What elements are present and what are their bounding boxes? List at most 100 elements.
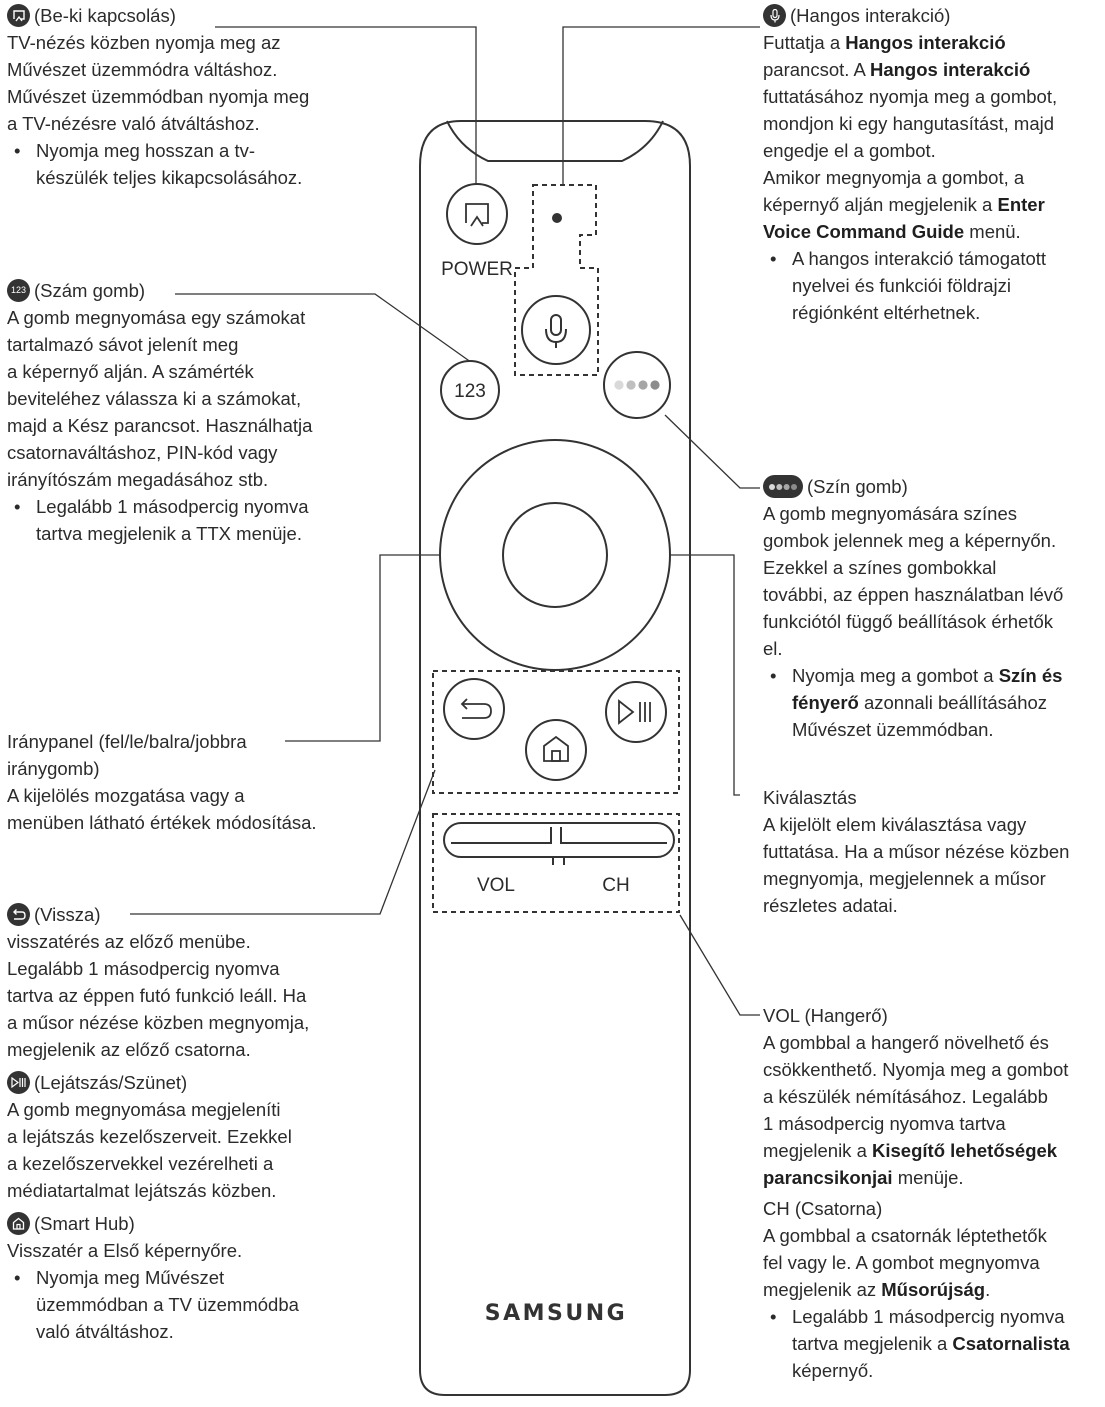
playpause-line-1: A gomb megnyomása megjeleníti — [7, 1099, 281, 1120]
back-line-1: visszatérés az előző menübe. — [7, 931, 251, 952]
color-dot-1 — [614, 380, 624, 390]
leader-lines — [130, 26, 760, 1016]
ch-title: CH (Csatorna) — [763, 1198, 883, 1219]
voice-line-7: képernyő alján megjelenik a Enter — [763, 194, 1045, 215]
power-section: (Be-ki kapcsolás) TV-nézés közben nyomja… — [7, 2, 337, 191]
voice-line-2: parancsot. A Hangos interakció — [763, 59, 1031, 80]
power-icon — [7, 4, 30, 27]
microphone-icon — [545, 314, 567, 348]
select-button[interactable] — [502, 502, 608, 608]
play-pause-button[interactable] — [605, 681, 667, 743]
playpause-heading: (Lejátszás/Szünet) — [7, 1069, 347, 1096]
number-icon: 123 — [7, 279, 30, 302]
back-heading: (Vissza) — [7, 901, 347, 928]
color-heading: (Szín gomb) — [763, 473, 1103, 500]
voice-section: (Hangos interakció) Futtatja a Hangos in… — [763, 2, 1103, 326]
vol-line-4: 1 másodpercig nyomva tartva — [763, 1113, 1006, 1134]
select-line-1: A kijelölt elem kiválasztása vagy — [763, 814, 1027, 835]
dpad-line-1: A kijelölés mozgatása vagy a — [7, 785, 245, 806]
select-line-3: megnyomja, megjelennek a műsor — [763, 868, 1046, 889]
color-dots-icon — [763, 475, 803, 498]
back-title: (Vissza) — [34, 904, 101, 925]
color-line-5: funkciótól függő beállítások érhetők — [763, 611, 1054, 632]
power-heading: (Be-ki kapcsolás) — [7, 2, 337, 29]
select-line-4: részletes adatai. — [763, 895, 898, 916]
smarthub-title: (Smart Hub) — [34, 1213, 135, 1234]
color-dot-4 — [650, 380, 660, 390]
voice-line-6: Amikor megnyomja a gombot, a — [763, 167, 1025, 188]
color-line-2: gombok jelennek meg a képernyőn. — [763, 530, 1057, 551]
color-line-6: el. — [763, 638, 783, 659]
playback-group-outline — [432, 670, 680, 794]
smarthub-heading: (Smart Hub) — [7, 1210, 347, 1237]
playpause-line-3: a kezelőszervekkel vezérelheti a — [7, 1153, 274, 1174]
back-button[interactable] — [443, 678, 505, 740]
home-icon — [543, 735, 569, 762]
voice-title: (Hangos interakció) — [790, 5, 951, 26]
back-line-3: tartva az éppen futó funkció leáll. Ha — [7, 985, 307, 1006]
microphone-hole — [552, 213, 562, 223]
voice-line-8: Voice Command Guide menü. — [763, 221, 1021, 242]
smarthub-line-1: Visszatér a Első képernyőre. — [7, 1240, 243, 1261]
vol-line-5: megjelenik a Kisegítő lehetőségek — [763, 1140, 1058, 1161]
ch-line-3: megjelenik az Műsorújság. — [763, 1279, 991, 1300]
color-button[interactable] — [603, 351, 671, 419]
back-line-4: a műsor nézése közben megnyomja, — [7, 1012, 310, 1033]
power-line-2: Művészet üzemmódra váltáshoz. — [7, 59, 278, 80]
dpad-section: Iránypanel (fel/le/balra/jobbra iránygom… — [7, 728, 347, 836]
volume-channel-rocker[interactable] — [443, 822, 675, 865]
number-line-5: majd a Kész parancsot. Használhatja — [7, 415, 313, 436]
back-section: (Vissza) visszatérés az előző menübe. Le… — [7, 901, 347, 1063]
home-button[interactable] — [525, 719, 587, 781]
dpad-title-2: iránygomb) — [7, 758, 100, 779]
number-section: 123 (Szám gomb) A gomb megnyomása egy sz… — [7, 277, 337, 547]
power-line-3: Művészet üzemmódban nyomja meg — [7, 86, 310, 107]
voice-button[interactable] — [521, 295, 591, 365]
ch-label: CH — [602, 875, 629, 896]
voice-line-5: engedje el a gombot. — [763, 140, 936, 161]
back-arrow-icon — [460, 698, 492, 719]
power-button[interactable] — [446, 183, 508, 245]
back-line-2: Legalább 1 másodpercig nyomva — [7, 958, 280, 979]
color-title: (Szín gomb) — [807, 476, 908, 497]
microphone-icon — [763, 4, 786, 27]
select-line-2: futtatása. Ha a műsor nézése közben — [763, 841, 1070, 862]
voice-line-3: futtatásához nyomja meg a gombot, — [763, 86, 1058, 107]
back-icon — [7, 903, 30, 926]
number-line-4: beviteléhez válassza ki a számokat, — [7, 388, 302, 409]
home-icon — [7, 1212, 30, 1235]
select-section: Kiválasztás A kijelölt elem kiválasztása… — [763, 784, 1103, 919]
number-heading: 123 (Szám gomb) — [7, 277, 337, 304]
power-bullet: Nyomja meg hosszan a tv-készülék teljes … — [7, 137, 337, 191]
voice-heading: (Hangos interakció) — [763, 2, 1103, 29]
smarthub-section: (Smart Hub) Visszatér a Első képernyőre.… — [7, 1210, 347, 1345]
ch-line-1: A gombbal a csatornák léptethetők — [763, 1225, 1047, 1246]
ch-line-2: fel vagy le. A gombot megnyomva — [763, 1252, 1040, 1273]
power-title: (Be-ki kapcsolás) — [34, 5, 176, 26]
color-dot-2 — [626, 380, 636, 390]
color-section: (Szín gomb) A gomb megnyomására színes g… — [763, 473, 1103, 743]
number-line-7: irányítószám megadásához stb. — [7, 469, 269, 490]
dpad-title-1: Iránypanel (fel/le/balra/jobbra — [7, 731, 247, 752]
number-line-2: tartalmazó sávot jelenít meg — [7, 334, 239, 355]
number-button[interactable]: 123 — [440, 360, 500, 420]
voice-area-outline — [514, 184, 599, 376]
vol-line-3: a készülék némításához. Legalább — [763, 1086, 1048, 1107]
power-line-4: a TV-nézésre való átváltáshoz. — [7, 113, 260, 134]
number-line-6: csatornaváltáshoz, PIN-kód vagy — [7, 442, 278, 463]
voice-line-4: mondjon ki egy hangutasítást, majd — [763, 113, 1055, 134]
color-line-1: A gomb megnyomására színes — [763, 503, 1017, 524]
play-pause-icon — [7, 1071, 30, 1094]
playpause-section: (Lejátszás/Szünet) A gomb megnyomása meg… — [7, 1069, 347, 1204]
volume-channel-group-outline — [432, 813, 680, 913]
vol-label: VOL — [477, 875, 515, 896]
playpause-line-4: médiatartalmat lejátszás közben. — [7, 1180, 277, 1201]
power-icon — [465, 203, 489, 227]
color-line-4: további, az éppen használatban lévő — [763, 584, 1064, 605]
vol-line-1: A gombbal a hangerő növelhető és — [763, 1032, 1049, 1053]
voice-line-1: Futtatja a Hangos interakció — [763, 32, 1006, 53]
